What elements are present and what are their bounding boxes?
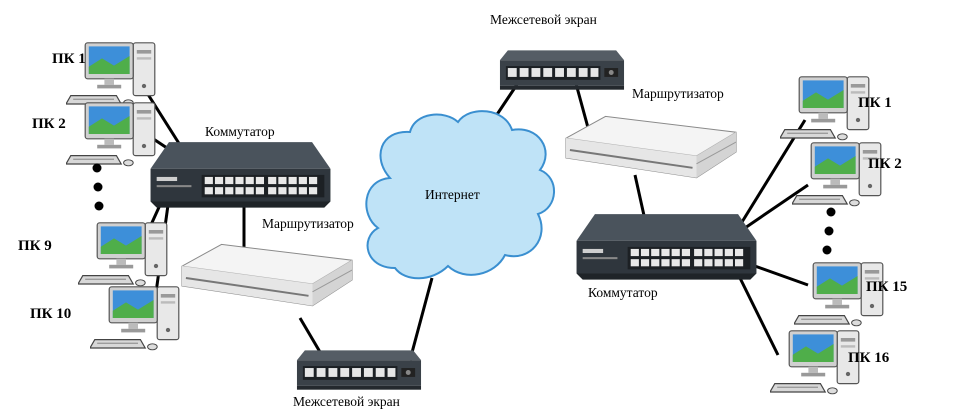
firewall-icon	[499, 50, 625, 90]
link-router-firewall	[298, 317, 322, 353]
pc-label: ПК 2	[32, 116, 66, 132]
ellipsis-right	[822, 207, 836, 255]
pc-icon	[90, 286, 180, 351]
pc-label: ПК 1	[858, 95, 892, 111]
internet-cloud-icon	[365, 110, 555, 280]
switch-label: Коммутатор	[205, 124, 275, 139]
firewall-label: Межсетевой экран	[490, 12, 597, 27]
ellipsis-left	[92, 163, 104, 211]
ellipsis-dot	[93, 182, 103, 192]
internet-label: Интернет	[425, 187, 480, 202]
pc-label: ПК 1	[52, 51, 86, 67]
links-right	[486, 79, 809, 356]
ellipsis-dot	[94, 201, 104, 211]
pc-icon	[792, 142, 882, 207]
router-icon	[564, 115, 738, 179]
pc-icon	[780, 76, 870, 141]
link-switch-pc16	[738, 277, 780, 356]
router-icon	[180, 243, 354, 307]
link-switch-pc2	[741, 183, 809, 232]
ellipsis-dot	[824, 226, 834, 236]
ellipsis-dot	[822, 245, 832, 255]
firewall-icon	[296, 350, 422, 390]
router-label: Маршрутизатор	[632, 86, 724, 101]
pc-label: ПК 2	[868, 156, 902, 172]
pc-icon	[66, 102, 156, 167]
pc-label: ПК 9	[18, 238, 52, 254]
ellipsis-dot	[826, 207, 836, 217]
pc-icon	[770, 330, 860, 395]
switch-icon	[150, 142, 331, 208]
ellipsis-dot	[92, 163, 102, 173]
link-router-switch	[633, 174, 647, 221]
link-firewall-internet	[408, 277, 434, 361]
pc-label: ПК 16	[848, 350, 890, 366]
pc-label: ПК 15	[866, 279, 907, 295]
switch-label: Коммутатор	[588, 285, 658, 300]
firewall-label: Межсетевой экран	[293, 394, 400, 409]
pc-icon	[78, 222, 168, 287]
router-label: Маршрутизатор	[262, 216, 354, 231]
link-switch-pc15	[751, 263, 809, 287]
switch-icon	[576, 214, 757, 280]
pc-label: ПК 10	[30, 306, 71, 322]
